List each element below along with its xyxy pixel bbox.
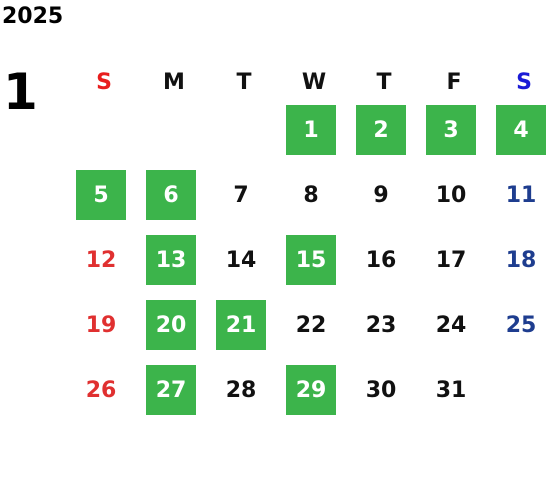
day-number: 4 (496, 105, 546, 155)
day-cell[interactable]: 5 (69, 170, 139, 235)
day-cell[interactable]: 19 (69, 300, 139, 365)
day-cell[interactable]: 7 (209, 170, 279, 235)
empty-cell (139, 105, 209, 170)
day-cell[interactable]: 14 (209, 235, 279, 300)
day-number: 16 (365, 247, 397, 273)
day-cell[interactable]: 29 (279, 365, 349, 430)
day-cell[interactable]: 23 (349, 300, 419, 365)
day-cell[interactable]: 25 (489, 300, 548, 365)
day-number: 10 (435, 182, 467, 208)
day-cell[interactable]: 24 (419, 300, 489, 365)
day-number: 17 (435, 247, 467, 273)
day-cell[interactable]: 9 (349, 170, 419, 235)
day-cell[interactable]: 31 (419, 365, 489, 430)
day-number: 1 (286, 105, 336, 155)
day-cell[interactable]: 10 (419, 170, 489, 235)
day-number: 12 (85, 247, 117, 273)
day-number: 5 (76, 170, 126, 220)
day-cell[interactable]: 2 (349, 105, 419, 170)
day-number: 11 (505, 182, 537, 208)
day-cell[interactable]: 12 (69, 235, 139, 300)
weekday-header-wed: W (301, 70, 327, 95)
day-number: 28 (225, 377, 257, 403)
weekday-header-sun: S (96, 70, 112, 95)
weekday-header-tue: T (236, 70, 252, 95)
day-number: 19 (85, 312, 117, 338)
day-cell[interactable]: 11 (489, 170, 548, 235)
weekday-header-mon: M (163, 70, 185, 95)
day-cell[interactable]: 1 (279, 105, 349, 170)
day-number: 13 (146, 235, 196, 285)
day-number: 18 (505, 247, 537, 273)
day-cell[interactable]: 16 (349, 235, 419, 300)
day-number: 7 (233, 182, 249, 208)
day-number: 30 (365, 377, 397, 403)
day-cell[interactable]: 27 (139, 365, 209, 430)
day-number: 24 (435, 312, 467, 338)
day-cell[interactable]: 17 (419, 235, 489, 300)
day-number: 21 (216, 300, 266, 350)
weekday-header-fri: F (446, 70, 462, 95)
empty-cell (69, 105, 139, 170)
day-cell[interactable]: 15 (279, 235, 349, 300)
day-number: 25 (505, 312, 537, 338)
day-cell[interactable]: 26 (69, 365, 139, 430)
day-number: 2 (356, 105, 406, 155)
year-label: 2025 (2, 4, 64, 29)
weekday-header-sat: S (516, 70, 532, 95)
day-number: 20 (146, 300, 196, 350)
day-cell[interactable]: 21 (209, 300, 279, 365)
day-cell[interactable]: 3 (419, 105, 489, 170)
day-number: 23 (365, 312, 397, 338)
day-number: 9 (373, 182, 389, 208)
day-cell[interactable]: 22 (279, 300, 349, 365)
weekday-header-thu: T (376, 70, 392, 95)
day-number: 14 (225, 247, 257, 273)
day-number: 3 (426, 105, 476, 155)
day-number: 8 (303, 182, 319, 208)
day-number: 31 (435, 377, 467, 403)
day-number: 6 (146, 170, 196, 220)
day-number: 29 (286, 365, 336, 415)
day-cell[interactable]: 28 (209, 365, 279, 430)
empty-cell (209, 105, 279, 170)
day-cell[interactable]: 4 (489, 105, 548, 170)
day-cell[interactable]: 30 (349, 365, 419, 430)
day-cell[interactable]: 6 (139, 170, 209, 235)
day-cell[interactable]: 13 (139, 235, 209, 300)
day-number: 22 (295, 312, 327, 338)
day-number: 15 (286, 235, 336, 285)
day-number: 26 (85, 377, 117, 403)
day-number: 27 (146, 365, 196, 415)
day-cell[interactable]: 18 (489, 235, 548, 300)
day-cell[interactable]: 20 (139, 300, 209, 365)
month-label: 1 (3, 63, 38, 121)
day-cell[interactable]: 8 (279, 170, 349, 235)
